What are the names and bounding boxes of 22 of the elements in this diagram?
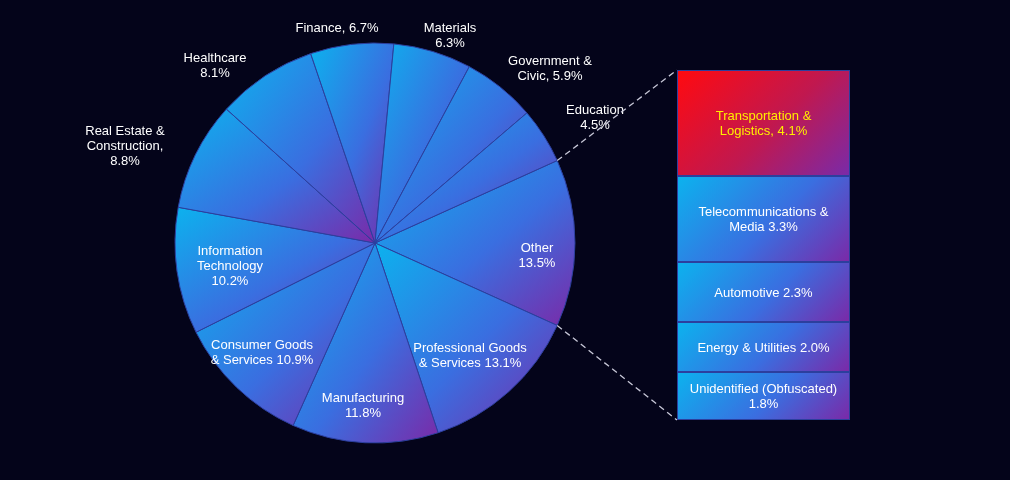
data-label: Education 4.5% <box>565 102 625 132</box>
data-label: Healthcare 8.1% <box>182 50 248 80</box>
segment-label: Telecommunications & Media 3.3% <box>697 204 830 234</box>
data-label: Other 13.5% <box>517 240 557 270</box>
bar-segment <box>677 372 850 420</box>
segment-label: Automotive 2.3% <box>713 284 814 300</box>
data-label: Government & Civic, 5.9% <box>507 53 593 83</box>
segment-label: Energy & Utilities 2.0% <box>696 339 831 355</box>
data-label: Finance, 6.7% <box>294 19 380 35</box>
dashed-connector <box>556 324 678 421</box>
data-label: Materials 6.3% <box>422 20 478 50</box>
bar-segment <box>677 322 850 372</box>
segment-label: Unidentified (Obfuscated) 1.8% <box>688 381 839 411</box>
segment-label: Transportation & Logistics, 4.1% <box>714 108 813 138</box>
data-label: Manufacturing 11.8% <box>320 390 406 420</box>
data-label: Professional Goods & Services 13.1% <box>412 340 528 370</box>
data-label: Consumer Goods & Services 10.9% <box>209 337 315 367</box>
bar-segment <box>677 176 850 262</box>
bar-segment <box>677 70 850 176</box>
bar-segment <box>677 262 850 322</box>
data-label: Real Estate & Construction, 8.8% <box>84 122 166 168</box>
data-label: Information Technology 10.2% <box>196 242 264 288</box>
